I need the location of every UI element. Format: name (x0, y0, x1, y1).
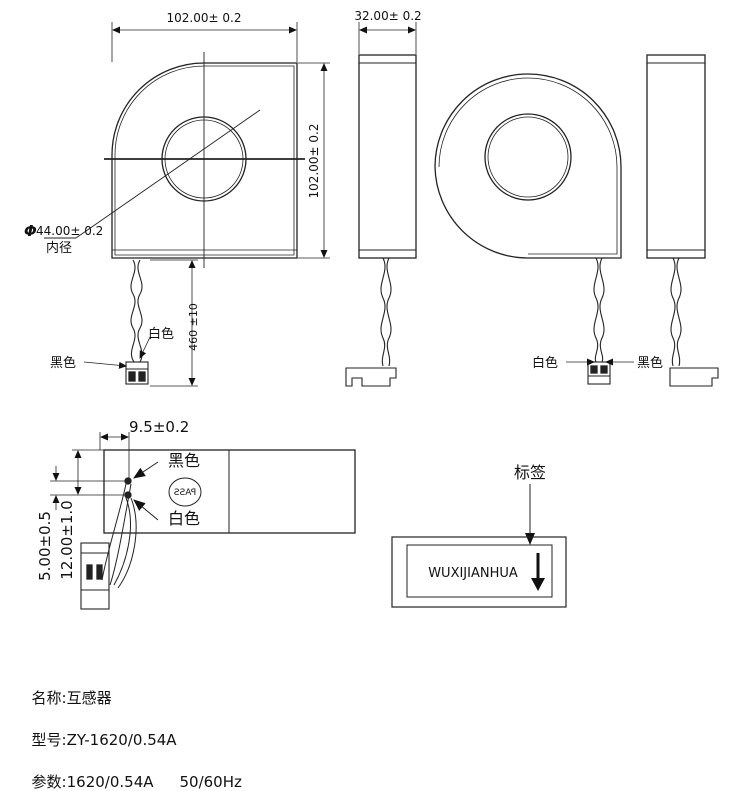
detail-offset-dim: 5.00±0.5 (36, 511, 54, 581)
front-lead-length-dim: 460 ±10 (187, 303, 200, 351)
detail-connector (80, 542, 110, 610)
spec-params-row: 参数:1620/0.54A 50/60Hz (22, 755, 242, 791)
spec-model-label: 型号: (31, 731, 67, 749)
front-view-labels: 102.00± 0.2 102.00± 0.2 Φ 44.00± 0.2 内径 … (24, 11, 321, 371)
rear-side-connector (669, 367, 719, 387)
side-thickness-dim: 32.00± 0.2 (354, 9, 421, 23)
rear-side-view (646, 54, 719, 387)
front-black-label: 黑色 (50, 355, 76, 371)
spec-params-freq: 50/60Hz (179, 773, 242, 791)
front-body-outline (111, 62, 298, 259)
label-view (391, 484, 567, 608)
front-width-dim: 102.00± 0.2 (167, 11, 242, 25)
front-height-dim: 102.00± 0.2 (307, 124, 321, 199)
front-hole-label: 内径 (46, 240, 72, 256)
detail-pitch-dim: 9.5±0.2 (129, 418, 189, 436)
pass-stamp (168, 477, 202, 507)
rear-white-label: 白色 (532, 355, 558, 371)
spec-name-label: 名称: (31, 689, 67, 707)
connector-detail-view (50, 432, 356, 610)
front-hole-dim: 44.00± 0.2 (36, 224, 103, 238)
spec-params-value: 1620/0.54A (66, 773, 154, 791)
spec-params-label: 参数: (31, 773, 67, 791)
front-body-inner-outline (114, 65, 295, 256)
rear-side-body (646, 54, 706, 259)
diameter-symbol: Φ (24, 222, 37, 240)
spec-name-value: 互感器 (66, 689, 112, 707)
detail-white-label: 白色 (168, 509, 200, 528)
label-title: 标签 (514, 463, 546, 482)
side-body (358, 54, 417, 259)
spec-model-value: ZY-1620/0.54A (66, 731, 177, 749)
rear-connector (587, 361, 611, 385)
side-view (345, 22, 417, 387)
connector-detail-labels: 9.5±0.2 5.00±0.5 12.00±1.0 黑色 白色 PASS (36, 418, 200, 581)
detail-pass-text: PASS (173, 488, 196, 498)
spec-name-row: 名称:互感器 (22, 671, 112, 707)
label-outer-frame (391, 536, 567, 608)
spec-model-row: 型号:ZY-1620/0.54A (22, 713, 177, 749)
rear-view (434, 73, 634, 385)
label-inner-frame (406, 544, 553, 598)
technical-drawing: 102.00± 0.2 102.00± 0.2 Φ 44.00± 0.2 内径 … (24, 9, 719, 610)
front-view (44, 22, 330, 387)
front-connector (125, 361, 149, 385)
label-brand-text: WUXIJIANHUA (428, 566, 518, 581)
rear-hole (484, 113, 572, 201)
detail-height-dim: 12.00±1.0 (58, 500, 76, 579)
side-connector (345, 367, 397, 387)
detail-black-label: 黑色 (168, 451, 200, 470)
rear-body-outline (434, 73, 622, 259)
rear-black-label: 黑色 (637, 355, 663, 371)
front-white-label: 白色 (148, 326, 174, 342)
